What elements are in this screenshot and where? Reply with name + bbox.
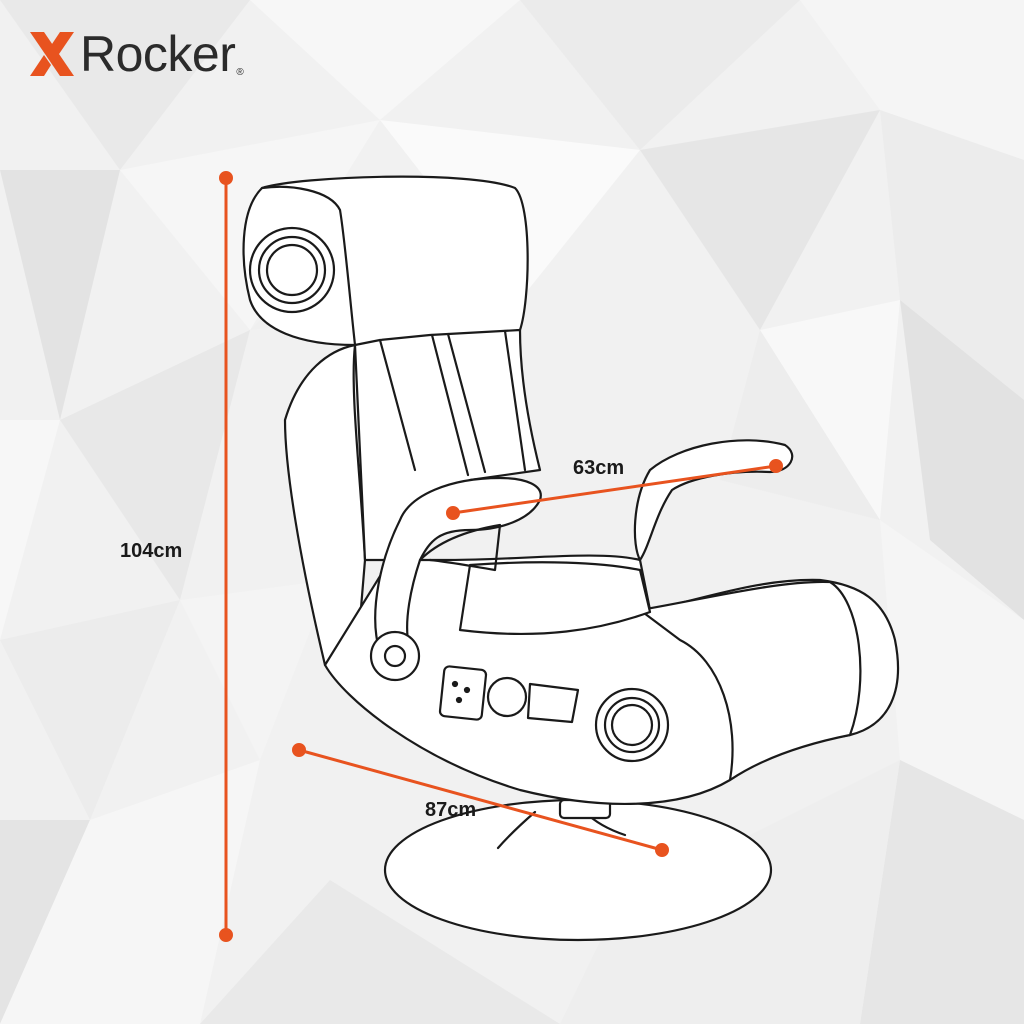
height-endpoint-top bbox=[219, 171, 233, 185]
width-endpoint-left bbox=[446, 506, 460, 520]
control-panel-box bbox=[438, 665, 488, 721]
width-label: 63cm bbox=[573, 457, 625, 479]
height-label: 104cm bbox=[120, 540, 183, 562]
width-endpoint-right bbox=[769, 459, 783, 473]
control-led-2 bbox=[463, 686, 471, 694]
registered-mark: ® bbox=[236, 67, 244, 78]
control-led-3 bbox=[455, 696, 463, 704]
depth-endpoint-left bbox=[292, 743, 306, 757]
front-armrest-inner bbox=[418, 523, 502, 572]
control-knob bbox=[486, 676, 528, 718]
depth-label: 87cm bbox=[425, 799, 477, 821]
base-disc bbox=[383, 798, 773, 942]
width-dimension-line bbox=[452, 464, 777, 515]
depth-endpoint-right bbox=[655, 843, 669, 857]
gaming-chair-illustration bbox=[242, 175, 900, 942]
brand-logo: Rocker ® bbox=[26, 22, 244, 86]
brand-wordmark: Rocker bbox=[80, 26, 236, 82]
control-panel-slot bbox=[526, 682, 580, 724]
side-speaker-inner bbox=[610, 703, 654, 747]
armrest-hinge-inner bbox=[383, 644, 407, 668]
backrest-stripe-3 bbox=[446, 332, 487, 474]
height-endpoint-bottom bbox=[219, 928, 233, 942]
dimension-lines bbox=[219, 171, 783, 942]
backrest-stripe-4 bbox=[503, 329, 527, 472]
x-logo-mark bbox=[30, 32, 74, 76]
seat-front-panel bbox=[638, 580, 862, 782]
headrest-speaker-inner bbox=[265, 243, 319, 297]
depth-dimension-line bbox=[298, 748, 663, 852]
backrest-stripe-1 bbox=[378, 338, 417, 472]
backrest-stripe-2 bbox=[430, 333, 470, 477]
seat-cushion bbox=[458, 561, 652, 636]
control-led-1 bbox=[451, 680, 459, 688]
